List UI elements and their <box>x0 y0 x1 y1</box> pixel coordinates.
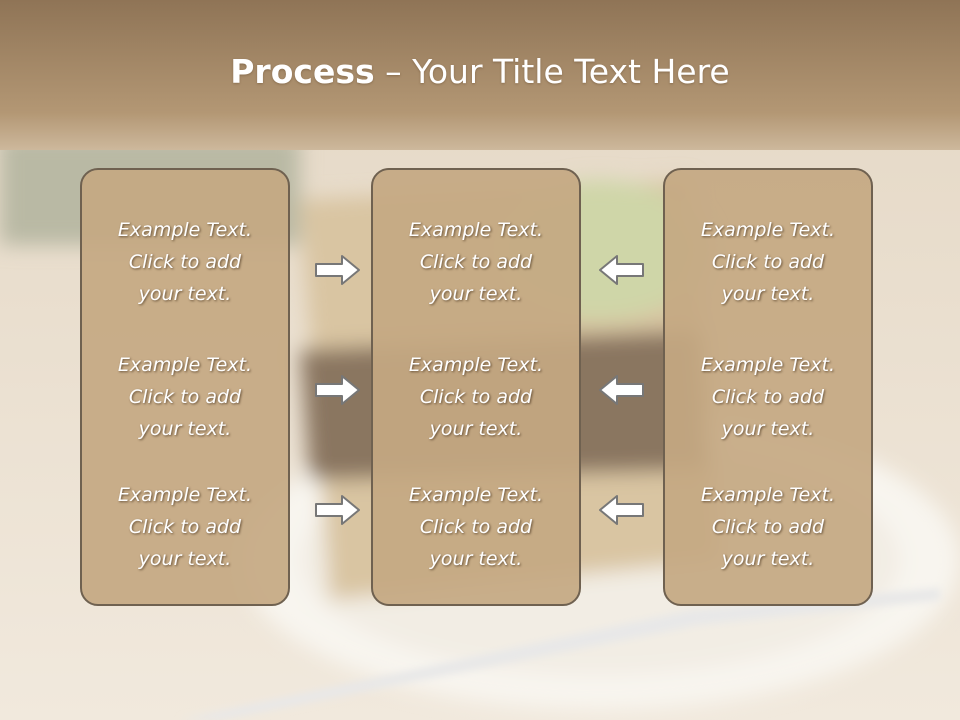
process-panel-left[interactable]: Example Text. Click to add your text. Ex… <box>80 168 290 606</box>
text-line: Example Text. <box>408 354 544 376</box>
text-line: Click to add <box>128 516 242 538</box>
title-bold: Process <box>230 52 375 91</box>
text-line: Example Text. <box>700 484 836 506</box>
arrow-right-icon <box>315 495 360 525</box>
text-line: Example Text. <box>117 219 253 241</box>
arrow-right-icon <box>315 255 360 285</box>
text-line: your text. <box>138 548 232 570</box>
text-line: Click to add <box>128 251 242 273</box>
text-block[interactable]: Example Text. Click to add your text. <box>82 214 288 310</box>
text-line: Click to add <box>711 251 825 273</box>
text-block[interactable]: Example Text. Click to add your text. <box>665 214 871 310</box>
text-line: Example Text. <box>408 219 544 241</box>
text-line: your text. <box>721 418 815 440</box>
text-block[interactable]: Example Text. Click to add your text. <box>82 479 288 575</box>
text-line: Example Text. <box>700 219 836 241</box>
text-block[interactable]: Example Text. Click to add your text. <box>373 214 579 310</box>
arrow-left-icon <box>599 375 644 405</box>
text-line: Example Text. <box>700 354 836 376</box>
text-block[interactable]: Example Text. Click to add your text. <box>373 349 579 445</box>
text-line: your text. <box>138 418 232 440</box>
text-block[interactable]: Example Text. Click to add your text. <box>82 349 288 445</box>
text-line: your text. <box>429 418 523 440</box>
arrow-left-icon <box>599 495 644 525</box>
text-line: Click to add <box>711 386 825 408</box>
text-line: Click to add <box>419 386 533 408</box>
process-panel-middle[interactable]: Example Text. Click to add your text. Ex… <box>371 168 581 606</box>
text-block[interactable]: Example Text. Click to add your text. <box>373 479 579 575</box>
text-line: Example Text. <box>117 354 253 376</box>
text-line: Click to add <box>711 516 825 538</box>
text-line: Click to add <box>128 386 242 408</box>
text-line: your text. <box>429 283 523 305</box>
text-line: Example Text. <box>408 484 544 506</box>
text-line: your text. <box>429 548 523 570</box>
text-block[interactable]: Example Text. Click to add your text. <box>665 479 871 575</box>
title-rest: – Your Title Text Here <box>374 52 730 91</box>
text-line: your text. <box>721 283 815 305</box>
text-line: Click to add <box>419 251 533 273</box>
slide-title[interactable]: Process – Your Title Text Here <box>0 52 960 91</box>
process-panel-right[interactable]: Example Text. Click to add your text. Ex… <box>663 168 873 606</box>
arrow-left-icon <box>599 255 644 285</box>
text-line: your text. <box>138 283 232 305</box>
arrow-right-icon <box>315 375 360 405</box>
text-block[interactable]: Example Text. Click to add your text. <box>665 349 871 445</box>
text-line: Example Text. <box>117 484 253 506</box>
text-line: Click to add <box>419 516 533 538</box>
text-line: your text. <box>721 548 815 570</box>
